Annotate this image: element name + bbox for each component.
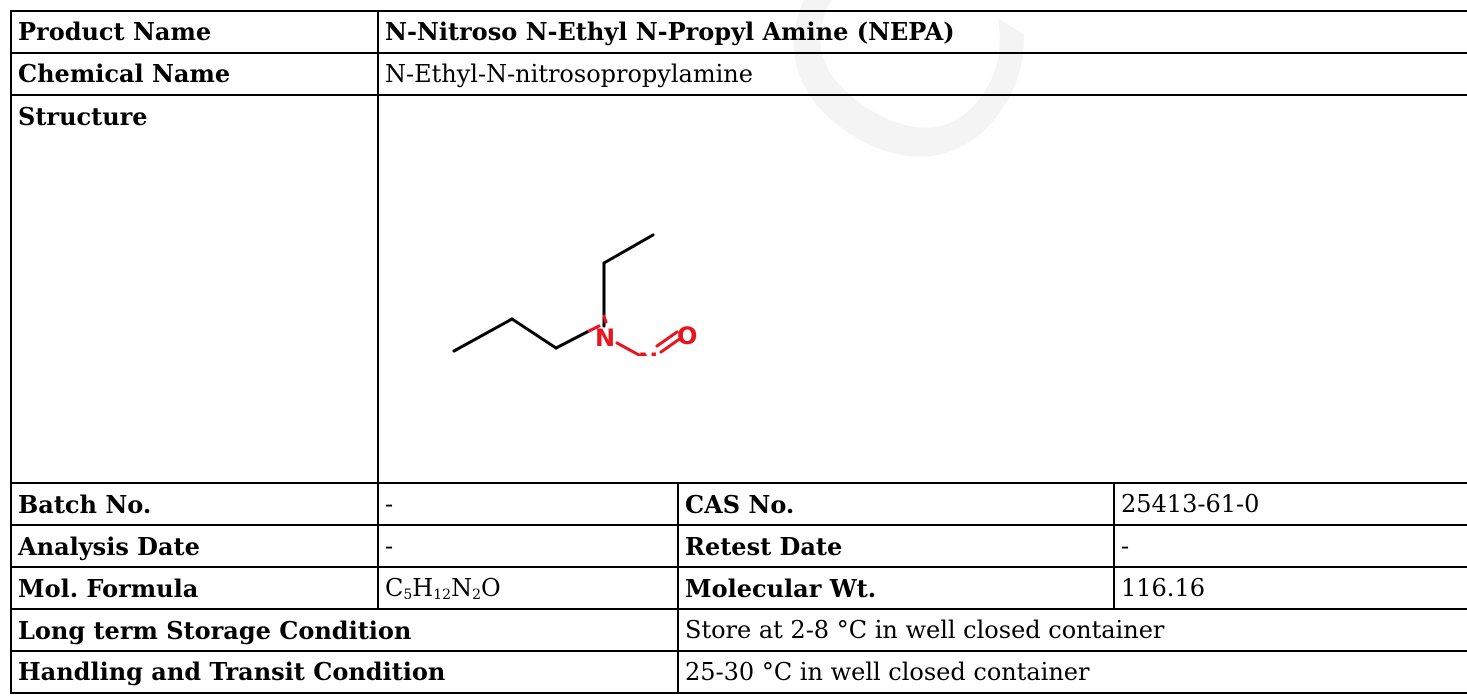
- bond-ethyl-2: [602, 233, 655, 265]
- retest-date-value: -: [1112, 524, 1467, 569]
- product-name-label: Product Name: [10, 10, 379, 54]
- bond-propyl-n: [587, 324, 601, 333]
- atom-n2: N: [638, 348, 658, 356]
- atom-n1: N: [595, 324, 615, 352]
- handling-value: 25-30 °C in well closed container: [676, 649, 1467, 695]
- formula-n: N: [451, 573, 473, 602]
- row-handling: Handling and Transit Condition 25-30 °C …: [10, 649, 1467, 695]
- analysis-date-label: Analysis Date: [10, 524, 379, 569]
- bond-n-ethyl: [602, 314, 608, 324]
- formula-o: O: [480, 573, 501, 602]
- handling-label: Handling and Transit Condition: [10, 649, 679, 695]
- coa-table: Product Name N-Nitroso N-Ethyl N-Propyl …: [10, 10, 1467, 695]
- formula-c-count: 5: [403, 586, 413, 603]
- bond-n-o-1: [655, 330, 679, 348]
- batch-value: -: [377, 482, 679, 527]
- structure-diagram: N N O: [452, 233, 697, 356]
- row-chemical-name: Chemical Name N-Ethyl-N-nitrosopropylami…: [10, 51, 1467, 96]
- row-batch: Batch No. - CAS No. 25413-61-0: [10, 482, 1467, 527]
- row-storage: Long term Storage Condition Store at 2-8…: [10, 608, 1467, 652]
- mol-weight-value: 116.16: [1112, 566, 1467, 611]
- bond-n-o-2: [659, 336, 683, 354]
- formula-n-count: 2: [472, 586, 481, 603]
- formula-h-count: 12: [433, 586, 452, 603]
- cas-label: CAS No.: [677, 482, 1115, 527]
- product-name-value: N-Nitroso N-Ethyl N-Propyl Amine (NEPA): [376, 10, 1467, 54]
- row-structure: Structure N N: [10, 93, 1467, 485]
- formula-c: C: [385, 573, 404, 602]
- row-formula: Mol. Formula C5H12N2O Molecular Wt. 116.…: [10, 566, 1467, 611]
- bond-propyl-1: [452, 317, 514, 353]
- mol-weight-label: Molecular Wt.: [677, 566, 1115, 611]
- cas-value: 25413-61-0: [1112, 482, 1467, 527]
- row-product-name: Product Name N-Nitroso N-Ethyl N-Propyl …: [10, 10, 1467, 54]
- atom-o: O: [677, 322, 697, 350]
- bond-n-n: [615, 341, 641, 356]
- analysis-date-value: -: [377, 524, 679, 569]
- formula-h: H: [412, 573, 434, 602]
- chemical-name-value: N-Ethyl-N-nitrosopropylamine: [376, 51, 1467, 96]
- chemical-name-label: Chemical Name: [10, 51, 379, 96]
- structure-cell: N N O: [376, 93, 1467, 485]
- storage-value: Store at 2-8 °C in well closed container: [676, 608, 1467, 652]
- batch-label: Batch No.: [10, 482, 379, 527]
- row-analysis: Analysis Date - Retest Date -: [10, 524, 1467, 569]
- mol-formula-value: C5H12N2O: [377, 566, 679, 611]
- bond-propyl-3: [554, 329, 591, 350]
- storage-label: Long term Storage Condition: [10, 608, 679, 652]
- mol-formula-label: Mol. Formula: [10, 566, 379, 611]
- bond-propyl-2: [510, 317, 558, 350]
- retest-date-label: Retest Date: [677, 524, 1115, 569]
- structure-label: Structure: [10, 93, 379, 485]
